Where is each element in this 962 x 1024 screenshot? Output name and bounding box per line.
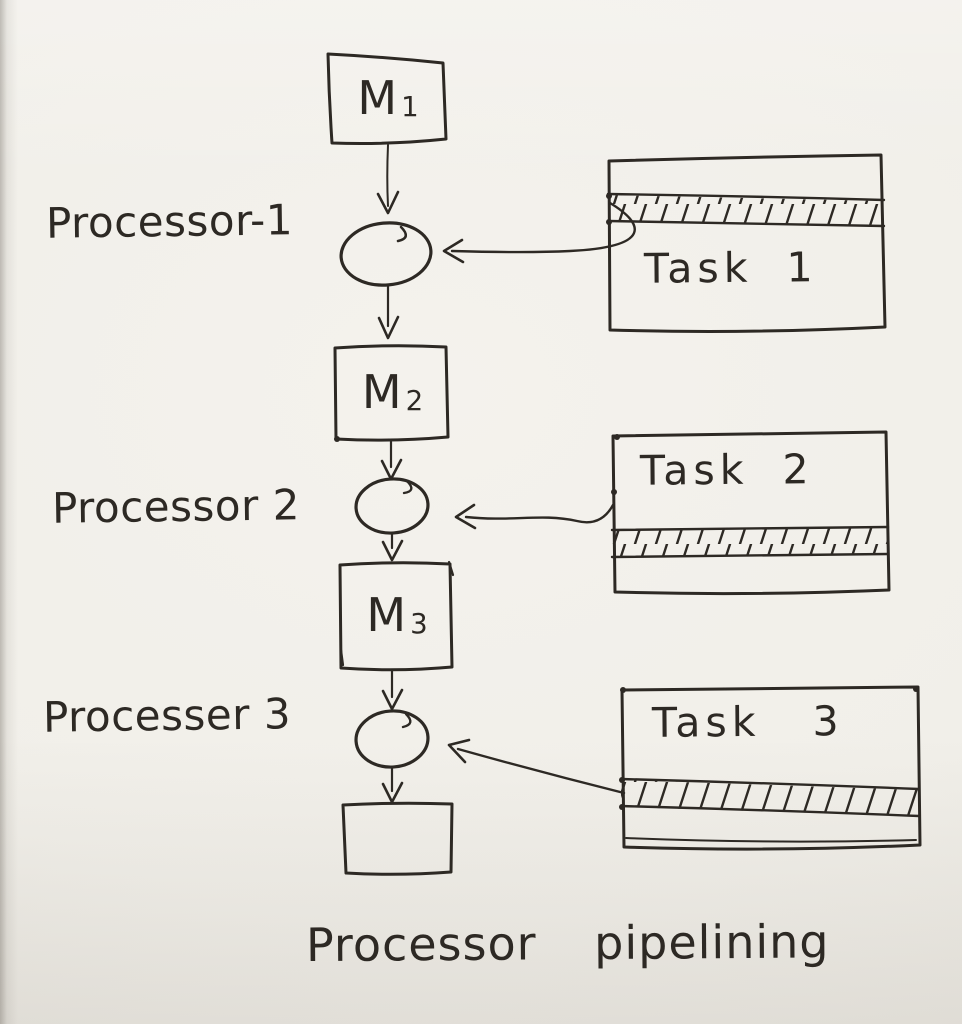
arrow-task2-to-processor2-head: [454, 503, 477, 530]
task-3-band-dot-top: [619, 777, 625, 783]
task-3-box: [620, 685, 922, 851]
memory-3-corner-tick-left: [339, 648, 345, 667]
processor-2-circle-hook: [402, 479, 413, 495]
task-2-band-top-line: [610, 525, 890, 532]
machine-1-name: M: [357, 71, 399, 125]
task-3-corner-dot-right: [913, 686, 919, 692]
machine-2-subscript: 2: [405, 383, 425, 417]
processor-1-label: Processor-1: [45, 195, 294, 248]
task-1-anchor-dot-top: [606, 193, 612, 199]
arrow-m1-to-processor1: [386, 144, 389, 207]
output-box: [341, 801, 454, 876]
arrow-task2-to-processor2: [464, 503, 615, 524]
arrow-task1-to-processor1-head: [442, 238, 465, 264]
task-3-label: Task 3: [651, 697, 844, 747]
task-1-label: Task 1: [643, 243, 818, 293]
task-2-hatch-band: [612, 527, 888, 557]
processor-3-label: Processer 3: [42, 689, 292, 742]
task-2-label: Task 2: [639, 445, 814, 495]
processor-2-circle: [354, 477, 430, 535]
arrow-processor1-to-m2-head: [377, 315, 400, 340]
task-1-band-top-line: [606, 192, 886, 202]
arrow-task1-to-processor1: [450, 201, 636, 254]
processor-3-circle-hook: [401, 712, 412, 729]
memory-3-box: [338, 561, 454, 672]
arrow-task3-to-processor3-head: [447, 738, 471, 764]
memory-1-box: [326, 52, 448, 145]
arrow-processor2-to-m3-head: [381, 539, 404, 562]
task-3-hatch-band: [621, 780, 919, 816]
arrow-task3-to-processor3: [456, 747, 626, 795]
arrow-m3-to-processor3-head: [381, 688, 404, 711]
figure-caption: Processor pipelining: [305, 914, 830, 973]
task-2-box: [611, 430, 891, 596]
task-2-edge-dot: [611, 489, 617, 495]
machine-3-subscript: 3: [410, 606, 429, 640]
machine-1-subscript: 1: [401, 89, 420, 123]
memory-3-corner-tick-right: [447, 560, 455, 577]
memory-2-corner-dot: [334, 436, 340, 442]
task-2-corner-dot: [614, 434, 620, 440]
task-3-corner-dot-left: [620, 687, 626, 693]
processor-1-circle-hook: [396, 225, 408, 243]
task-1-hatch-band: [608, 195, 884, 226]
task-1-box: [607, 153, 887, 333]
processor-3-circle: [354, 709, 430, 769]
machine-2-name: M: [361, 365, 403, 419]
processor-2-label: Processor 2: [51, 480, 301, 533]
task-1-anchor-dot-bottom: [606, 219, 612, 225]
memory-2-box: [333, 344, 450, 442]
arrow-m1-to-processor1-head: [376, 190, 400, 215]
task-3-band-top-line: [619, 777, 921, 791]
processor-1-circle: [339, 221, 433, 287]
machine-3-name: M: [366, 588, 408, 642]
task-3-bottom-double-line: [625, 837, 917, 843]
task-3-band-dot-bottom: [619, 804, 625, 810]
